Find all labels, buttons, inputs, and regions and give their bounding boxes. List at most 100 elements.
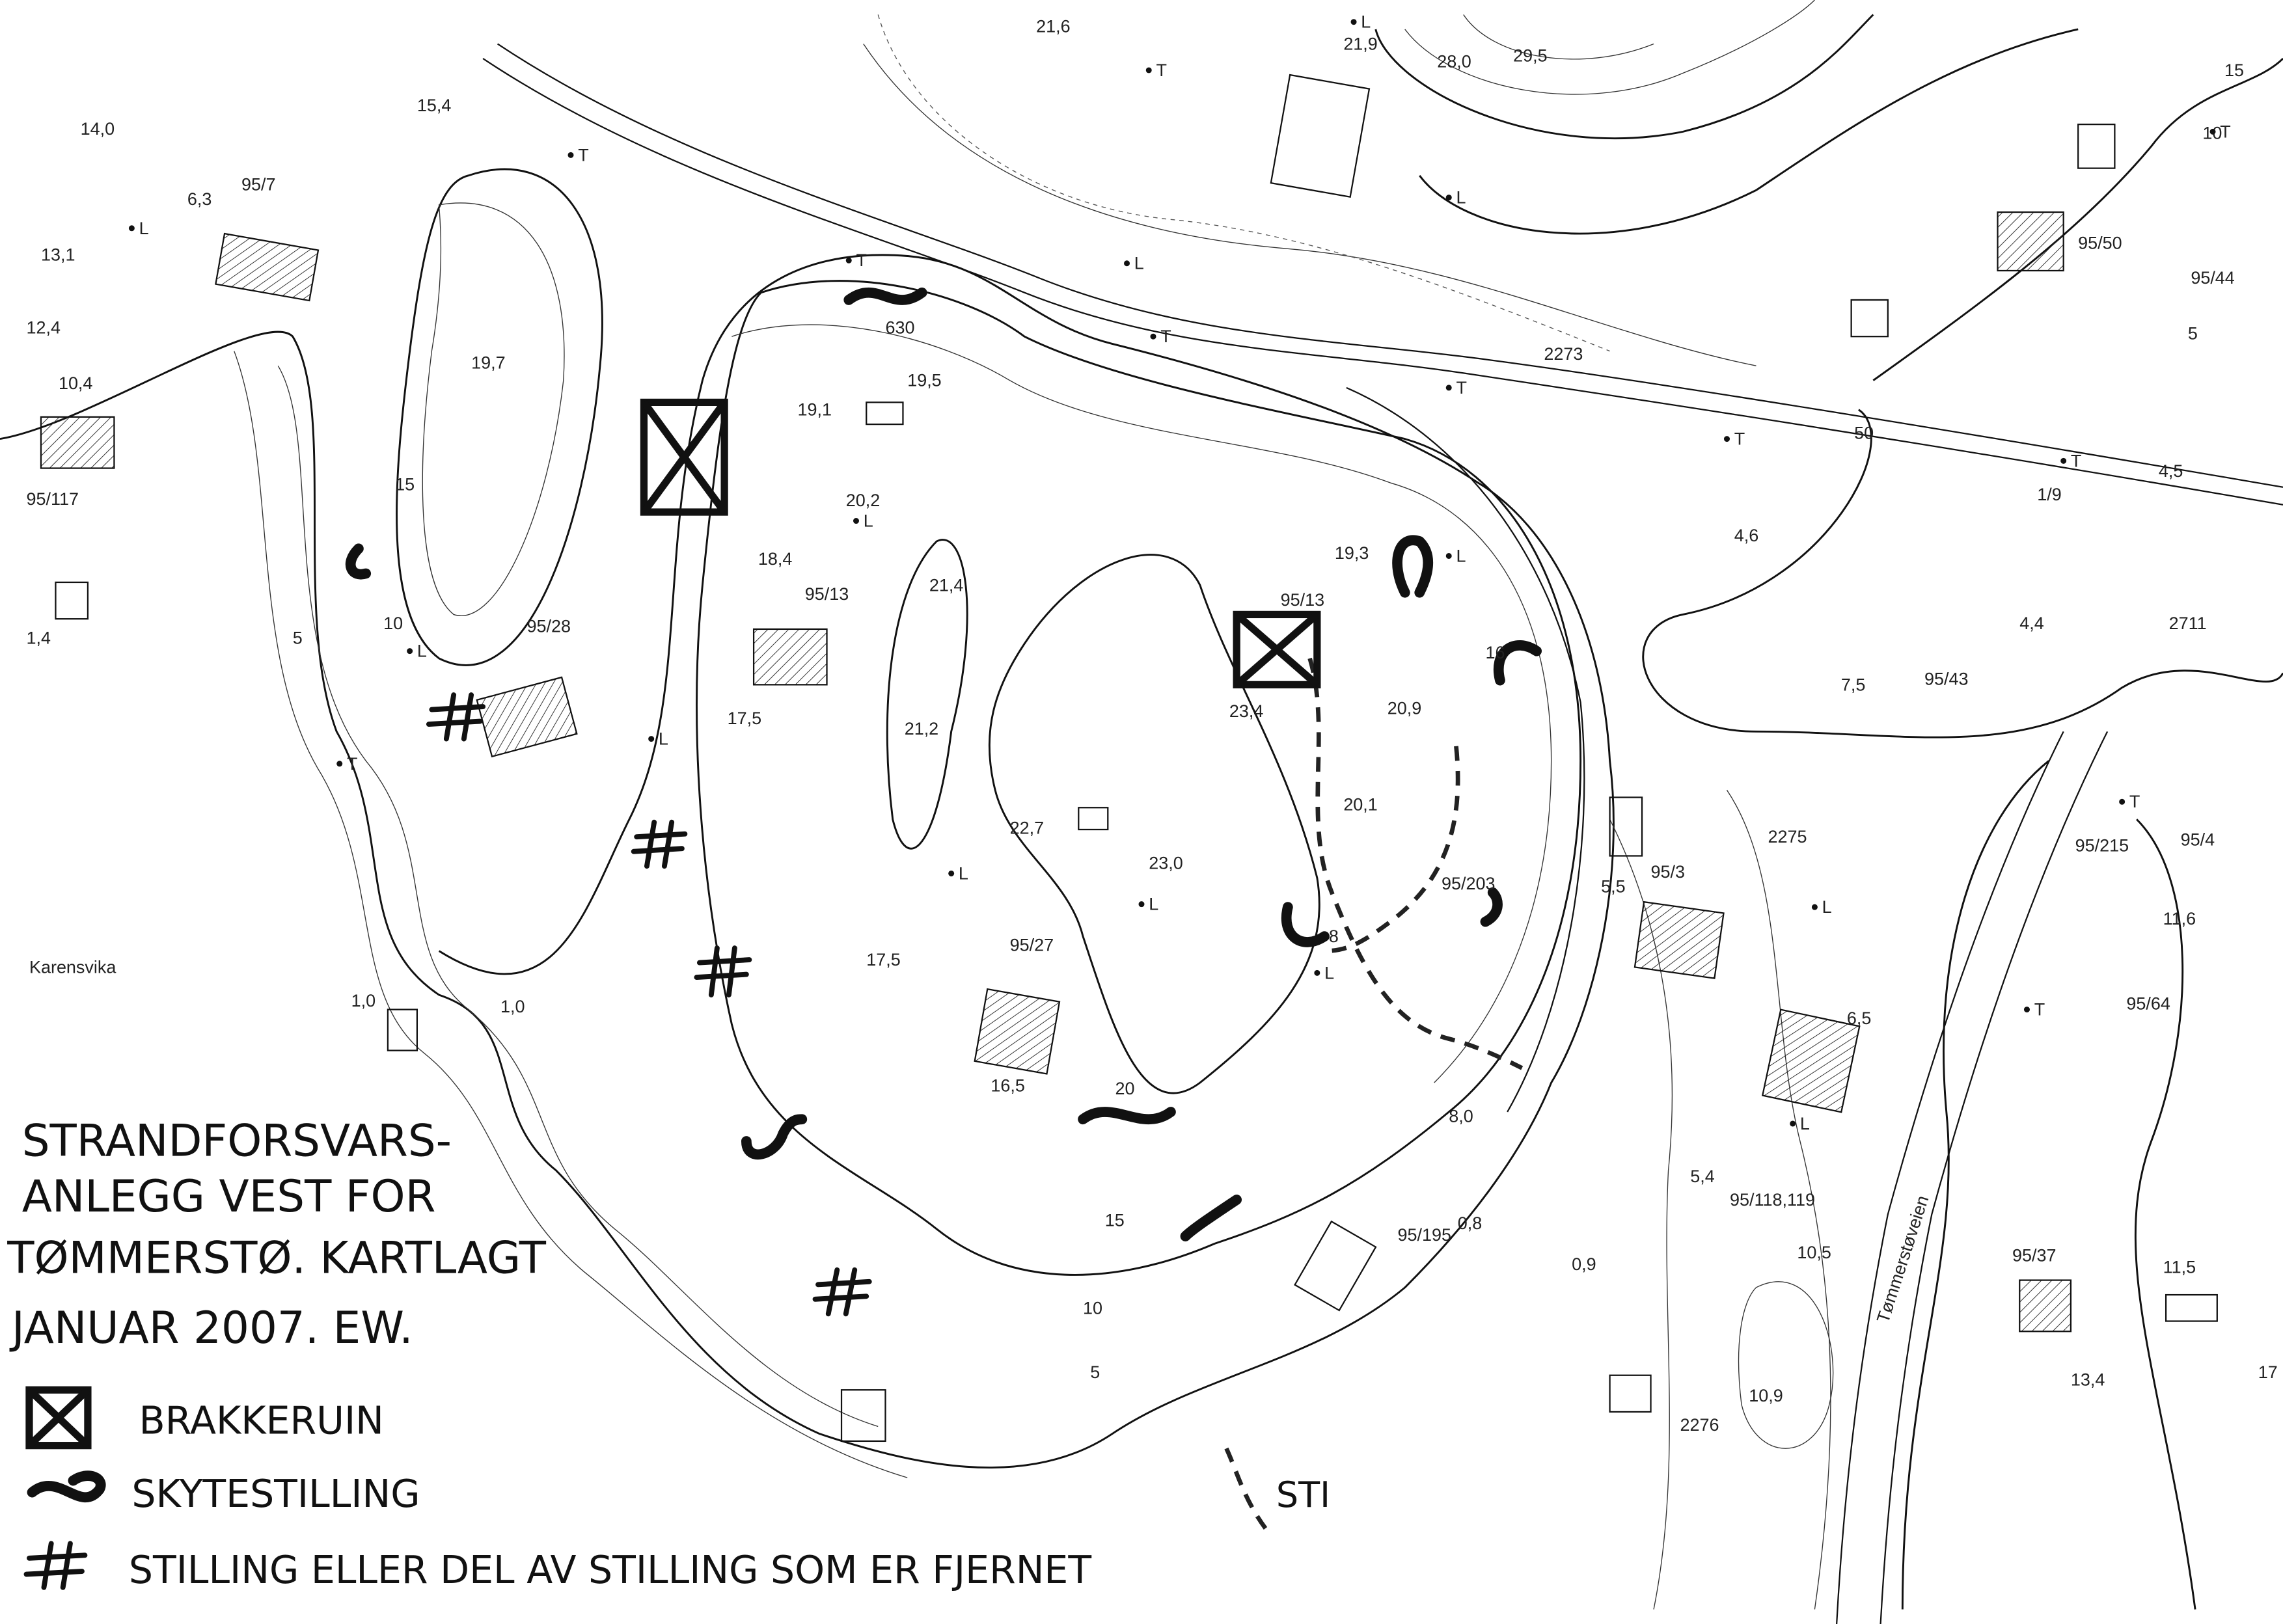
marker-letter: T: [2129, 792, 2140, 811]
map-label: 23,4: [1229, 701, 1264, 721]
map-label: 95/64: [2126, 994, 2170, 1014]
spot-marker-icon: [128, 225, 135, 232]
marker-letter: T: [1456, 378, 1466, 398]
map-label: 10: [1083, 1298, 1102, 1318]
map-label: 95/13: [1281, 590, 1325, 610]
firing-position-icon: [1078, 1107, 1176, 1125]
map-label: 2711: [2169, 614, 2207, 633]
marker-letter: L: [139, 219, 149, 238]
marker-letter: L: [1324, 963, 1334, 982]
firing-position-icon: [741, 1114, 808, 1160]
tree-marker-icon: [845, 257, 852, 264]
map-label: 23,0: [1149, 854, 1183, 873]
map-label: 29,5: [1513, 46, 1548, 65]
title-line: TØMMERSTØ. KARTLAGT: [7, 1232, 546, 1283]
map-label: 20,9: [1388, 698, 1422, 718]
map-label: 10,9: [1749, 1386, 1783, 1405]
marker-letter: L: [959, 863, 968, 883]
map-label: 0,9: [1572, 1254, 1596, 1274]
map-label: 0,8: [1458, 1213, 1483, 1233]
map-label: 1,4: [26, 628, 51, 647]
marker-letter: T: [856, 250, 867, 270]
map-label: 10,5: [1797, 1243, 1831, 1262]
map-label: 19,3: [1335, 543, 1369, 563]
marker-letter: T: [1734, 429, 1745, 449]
buildings: [40, 74, 2218, 1442]
map-label: 6,5: [1847, 1008, 1872, 1028]
map-label: 21,2: [905, 719, 939, 738]
tree-marker-icon: [2209, 128, 2216, 135]
marker-letter: L: [1456, 188, 1466, 208]
tree-marker-icon: [2060, 457, 2067, 464]
map-label: 19,5: [907, 371, 942, 390]
marker-letter: L: [864, 511, 873, 531]
removed-position-icon: [631, 819, 688, 869]
map-label: 95/3: [1651, 862, 1686, 882]
legend-firing-position-icon: [27, 1470, 106, 1503]
map-label: 22,7: [1010, 819, 1045, 838]
map-label: 8,0: [1449, 1107, 1473, 1126]
map-label: 20,2: [846, 491, 881, 510]
map-label: 4,4: [2019, 614, 2044, 633]
map-label: 10: [383, 614, 403, 633]
map-label: 95/13: [805, 584, 849, 604]
firing-position-icon: [1480, 887, 1503, 927]
map-label: 11,6: [2163, 909, 2196, 928]
tree-marker-icon: [2119, 798, 2126, 805]
place-name-karensvika: Karensvika: [29, 957, 116, 977]
map-label: 95/37: [2012, 1245, 2057, 1265]
map-label: 2275: [1768, 827, 1807, 846]
marker-letter: T: [1160, 327, 1171, 346]
marker-letter: T: [2034, 1000, 2045, 1020]
tree-marker-icon: [1445, 385, 1452, 391]
map-label: 95/215: [2075, 836, 2129, 856]
roads: [482, 43, 2283, 1624]
firing-position-icon: [1281, 902, 1330, 947]
map-label: 17: [2258, 1362, 2278, 1382]
map-label: 95/7: [241, 174, 276, 194]
map-label: 10,4: [59, 373, 93, 393]
map-label: 15: [1105, 1210, 1125, 1230]
spot-marker-icon: [648, 736, 655, 742]
marker-letter: L: [659, 729, 668, 749]
firing-position-icon: [1392, 535, 1434, 598]
spot-marker-icon: [1314, 969, 1320, 976]
legend-ruin-icon: [25, 1386, 92, 1450]
tree-marker-icon: [1723, 436, 1730, 442]
barrack-ruin-icon: [640, 398, 728, 516]
firing-position-icon: [1493, 640, 1542, 686]
map-label: 5,4: [1690, 1167, 1715, 1186]
legend-firing-position-label: SKYTESTILLING: [131, 1472, 420, 1516]
spot-marker-icon: [1350, 19, 1357, 25]
marker-letter: L: [1361, 12, 1371, 32]
map-label: 28,0: [1437, 51, 1471, 71]
marker-letter: L: [1822, 897, 1832, 917]
map-label: 13,1: [41, 245, 75, 264]
map-label: 5,5: [1601, 877, 1626, 897]
map-label: 95/117: [26, 489, 78, 509]
legend-removed-icon: [23, 1541, 88, 1590]
map-label: 2276: [1680, 1415, 1719, 1435]
tree-marker-icon: [1145, 67, 1152, 74]
marker-letter: L: [1456, 546, 1466, 565]
removed-position-icon: [812, 1267, 872, 1317]
map-label: 4,5: [2159, 461, 2183, 481]
tree-marker-icon: [567, 152, 574, 158]
map-label: 20: [1115, 1079, 1135, 1098]
map-title: STRANDFORSVARS- ANLEGG VEST FOR TØMMERST…: [7, 1115, 546, 1353]
tree-marker-icon: [1150, 333, 1156, 340]
map-label: 17,5: [728, 709, 762, 728]
marker-letter: L: [417, 642, 427, 661]
map-label: 5: [1090, 1362, 1100, 1382]
map-label: 95/118,119: [1730, 1190, 1815, 1210]
map-label: 16,5: [991, 1076, 1025, 1095]
marker-letter: T: [2071, 451, 2081, 470]
legend-path-label: STI: [1276, 1474, 1330, 1515]
firing-positions: [345, 287, 1542, 1241]
legend-path-icon: [1224, 1447, 1268, 1530]
map-label: 21,9: [1343, 34, 1378, 53]
map-label: 95/28: [527, 616, 571, 636]
map-label: 19,7: [471, 353, 506, 373]
